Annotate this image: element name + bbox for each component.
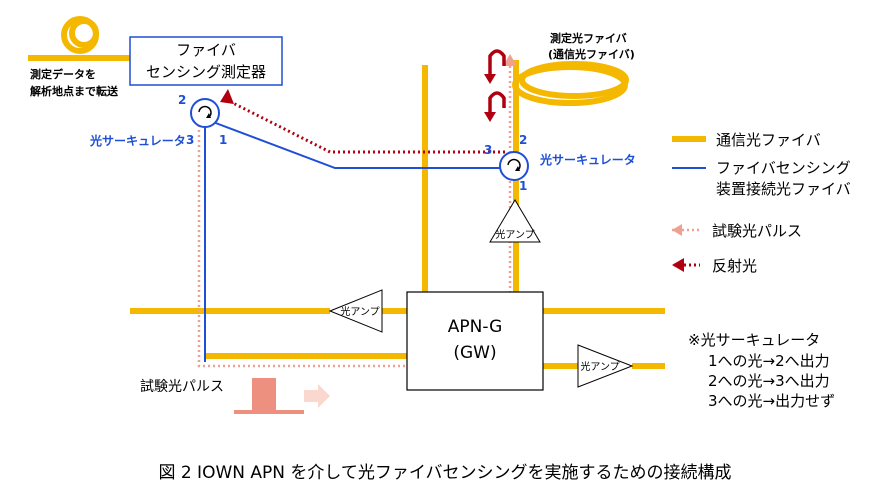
note-title: ※光サーキュレータ <box>688 331 820 349</box>
gateway-label-2: (GW) <box>453 343 496 363</box>
transfer-note-1: 測定データを <box>30 67 96 81</box>
right-port-2: 2 <box>519 133 527 147</box>
amp-right-label: 光アンプ <box>580 360 619 373</box>
test-pulse-shape <box>234 378 330 414</box>
amp-left-label: 光アンプ <box>340 305 379 318</box>
amp-right <box>577 344 634 388</box>
gateway-label-1: APN-G <box>448 317 503 337</box>
left-port-3: 3 <box>186 133 194 147</box>
reflected-path <box>226 98 700 267</box>
measured-fiber-label-2: (通信光ファイバ) <box>548 47 635 61</box>
legend-pulse-arrow <box>672 224 682 236</box>
figure-caption: 図 2 IOWN APN を介して光ファイバセンシングを実施するための接続構成 <box>158 463 731 483</box>
sensing-device-box <box>129 36 283 86</box>
legend-reflected-arrow <box>672 258 684 272</box>
legend-pulse-text: 試験光パルス <box>712 222 802 240</box>
note-line-1: 1への光→2へ出力 <box>708 352 830 370</box>
right-circulator-label: 光サーキュレータ <box>539 152 636 167</box>
device-label-1: ファイバ <box>176 41 236 59</box>
legend-reflected-text: 反射光 <box>712 257 757 275</box>
note-line-2: 2への光→3へ出力 <box>708 372 830 390</box>
amp-top <box>489 199 541 243</box>
amp-top-label: 光アンプ <box>495 228 534 241</box>
reflected-uturn-arrows <box>488 49 506 118</box>
test-pulse-label: 試験光パルス <box>140 379 224 395</box>
sensing-fibers <box>204 121 706 362</box>
test-pulse-up-arrow <box>503 54 517 66</box>
measured-fiber-label-1: 測定光ファイバ <box>550 31 627 45</box>
note-line-3: 3への光→出力せず <box>708 392 835 410</box>
left-circulator <box>190 98 220 128</box>
right-circulator <box>499 151 529 181</box>
amp-left <box>328 289 383 333</box>
left-port-1: 1 <box>219 133 227 147</box>
left-port-2: 2 <box>178 93 186 107</box>
right-port-1: 1 <box>519 179 527 193</box>
legend-comm-text: 通信光ファイバ <box>716 131 821 149</box>
legend-sensing-text-2: 装置接続光ファイバ <box>716 180 851 198</box>
right-port-3: 3 <box>484 143 492 157</box>
gateway-box <box>406 291 544 391</box>
device-label-2: センシング測定器 <box>146 63 266 81</box>
transfer-note-2: 解析地点まで転送 <box>30 84 119 98</box>
left-circulator-label: 光サーキュレータ <box>89 133 186 148</box>
reflected-arrowhead <box>220 89 234 104</box>
legend-sensing-text-1: ファイバセンシング <box>716 159 851 177</box>
